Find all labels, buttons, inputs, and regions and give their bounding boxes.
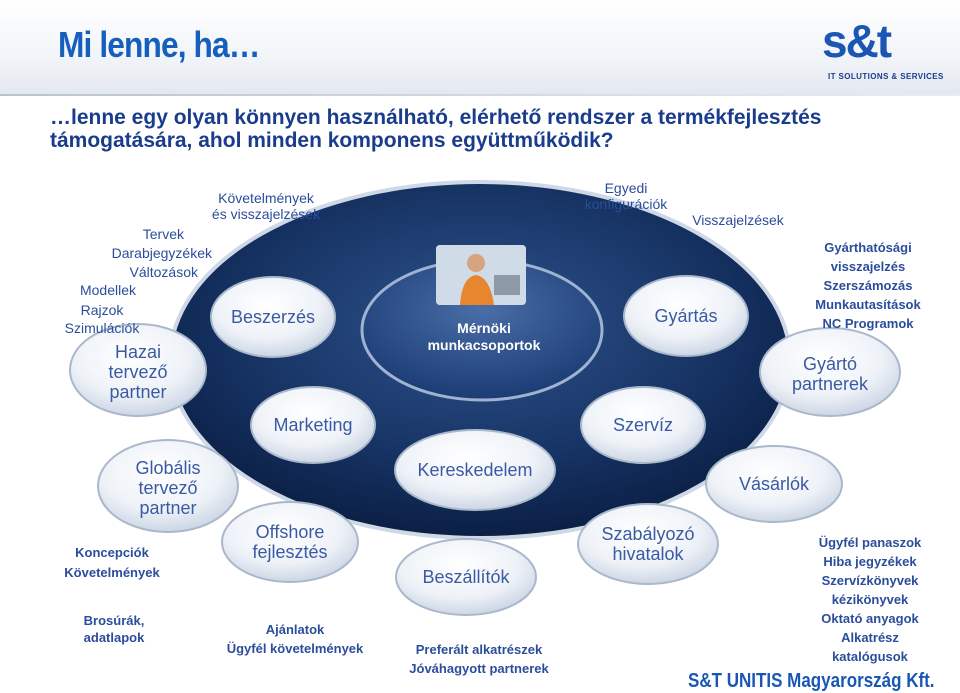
bubble-beszerzes-text: Beszerzés	[230, 307, 316, 327]
label-darabjegyzekek: Darabjegyzékek	[111, 245, 212, 261]
bubble-szabalyozo-text: Szabályozó hivatalok	[588, 524, 708, 564]
label-ajanlatok-l2: Ügyfél követelmények	[226, 641, 364, 656]
bubble-gyarto-l1: Gyártó	[802, 354, 858, 374]
label-ajanlatok: Ajánlatok Ügyfél követelmények	[222, 620, 368, 658]
label-brosurak-l2: adatlapok	[83, 630, 145, 645]
bubble-gyarto-l2: partnerek	[791, 374, 869, 394]
bubble-marketing-text: Marketing	[273, 415, 353, 435]
label-koncepciok-l1: Koncepciók	[75, 545, 149, 560]
label-preferalt-l1: Preferált alkatrészek	[415, 642, 543, 657]
logo-tagline: IT SOLUTIONS & SERVICES	[828, 72, 944, 81]
label-egyedi: Egyedi konfigurációk	[566, 180, 686, 212]
center-label-line2: munkacsoportok	[427, 337, 541, 353]
footer-company: S&T UNITIS Magyarország Kft.	[688, 670, 935, 692]
bubble-hazai-l2: tervező	[108, 362, 168, 382]
label-ugyfel: Ügyfél panaszok Hiba jegyzékek Szervízkö…	[810, 533, 930, 666]
bubble-globalis-l2: tervező	[138, 478, 198, 498]
bubble-gyarto-text: Gyártó partnerek	[770, 354, 890, 394]
label-koncepciok: Koncepciók Követelmények	[62, 543, 162, 583]
label-katalogusok: katalógusok	[832, 649, 908, 664]
label-ugyfel-panaszok: Ügyfél panaszok	[818, 535, 922, 550]
label-gyarthatosagi-l2: visszajelzés	[830, 259, 906, 274]
label-szervizkonyvek: Szervízkönyvek	[821, 573, 919, 588]
bubble-gyarto	[759, 327, 901, 417]
bubble-globalis-text: Globális tervező partner	[118, 458, 218, 518]
label-kovetelmenyek-l2: és visszajelzések	[211, 206, 321, 222]
bubble-offshore-text: Offshore fejlesztés	[230, 522, 350, 562]
label-oktato-anyagok: Oktató anyagok	[821, 611, 919, 626]
bubble-szabalyozo-l2: hivatalok	[612, 544, 684, 564]
bubble-hazai-l3: partner	[109, 382, 167, 402]
bubble-vasarlok-text: Vásárlók	[738, 474, 810, 494]
label-preferalt: Preferált alkatrészek Jóváhagyott partne…	[404, 640, 554, 678]
label-ajanlatok-l1: Ajánlatok	[265, 622, 325, 637]
bubble-vasarlok	[705, 445, 843, 523]
label-hiba-jegyzekek: Hiba jegyzékek	[823, 554, 917, 569]
page-title: Mi lenne, ha…	[58, 24, 260, 65]
bubble-hazai-l1: Hazai	[114, 342, 162, 362]
bubble-szerviz-text: Szervíz	[612, 415, 673, 435]
header-band	[0, 0, 960, 96]
page-subtitle: …lenne egy olyan könnyen használható, el…	[50, 106, 910, 152]
bubble-marketing	[250, 386, 376, 464]
center-label-line1: Mérnöki	[457, 320, 511, 336]
logo-mark: s&t	[822, 15, 892, 67]
bubble-hazai	[69, 323, 207, 417]
st-logo: s&t IT SOLUTIONS & SERVICES	[822, 15, 944, 86]
bubble-globalis-l1: Globális	[135, 458, 201, 478]
header-divider	[0, 94, 960, 96]
bubble-kereskedelem	[394, 429, 556, 511]
engineer-figure	[436, 245, 526, 305]
label-alkatresz: Alkatrész	[841, 630, 899, 645]
label-koncepciok-l2: Követelmények	[64, 565, 160, 580]
label-munkautasitasok: Munkautasítások	[815, 297, 921, 312]
center-label: Mérnöki munkacsoportok	[400, 320, 568, 354]
bubble-globalis	[97, 439, 239, 533]
bubble-offshore-l2: fejlesztés	[252, 542, 328, 562]
label-kovetelmenyek: Követelmények és visszajelzések	[206, 190, 326, 222]
label-gyarthatosagi-l1: Gyárthatósági	[824, 240, 912, 255]
label-modellek: Modellek	[79, 282, 137, 298]
bubble-offshore-l1: Offshore	[255, 522, 325, 542]
subtitle-line-2: támogatására, ahol minden komponens együ…	[50, 129, 614, 152]
label-visszajelzesek: Visszajelzések	[692, 212, 784, 228]
label-szerszamozas: Szerszámozás	[823, 278, 913, 293]
bubble-kereskedelem-text: Kereskedelem	[417, 460, 533, 480]
bubble-szabalyozo-l1: Szabályozó	[601, 524, 695, 544]
subtitle-line-1: …lenne egy olyan könnyen használható, el…	[50, 106, 822, 129]
label-nc-programok: NC Programok	[822, 316, 914, 331]
label-egyedi-l1: Egyedi	[604, 180, 648, 196]
bubble-offshore	[221, 501, 359, 583]
label-szimulaciok: Szimulációk	[64, 320, 140, 336]
bubble-szabalyozo	[577, 503, 719, 585]
bubble-szerviz	[580, 386, 706, 464]
label-preferalt-l2: Jóváhagyott partnerek	[409, 661, 549, 676]
bubble-hazai-text: Hazai tervező partner	[88, 342, 188, 402]
label-rajzok: Rajzok	[80, 302, 124, 318]
label-gyarthatosagi: Gyárthatósági visszajelzés Szerszámozás …	[808, 238, 928, 333]
bubble-beszallitok	[395, 538, 537, 616]
label-valtozasok: Változások	[129, 264, 198, 280]
engineer-photo	[436, 245, 526, 305]
label-egyedi-l2: konfigurációk	[584, 196, 668, 212]
bubble-beszerzes	[210, 276, 336, 358]
label-brosurak-l1: Brosúrák,	[83, 613, 145, 628]
label-brosurak: Brosúrák, adatlapok	[74, 612, 154, 646]
bubble-gyartas-text: Gyártás	[654, 306, 718, 326]
bubble-globalis-l3: partner	[139, 498, 197, 518]
label-kezikonyvek: kézikönyvek	[831, 592, 909, 607]
bubble-beszallitok-text: Beszállítók	[422, 567, 510, 587]
label-kovetelmenyek-l1: Követelmények	[218, 190, 314, 206]
label-tervek: Tervek	[142, 226, 184, 242]
bubble-gyartas	[623, 275, 749, 357]
